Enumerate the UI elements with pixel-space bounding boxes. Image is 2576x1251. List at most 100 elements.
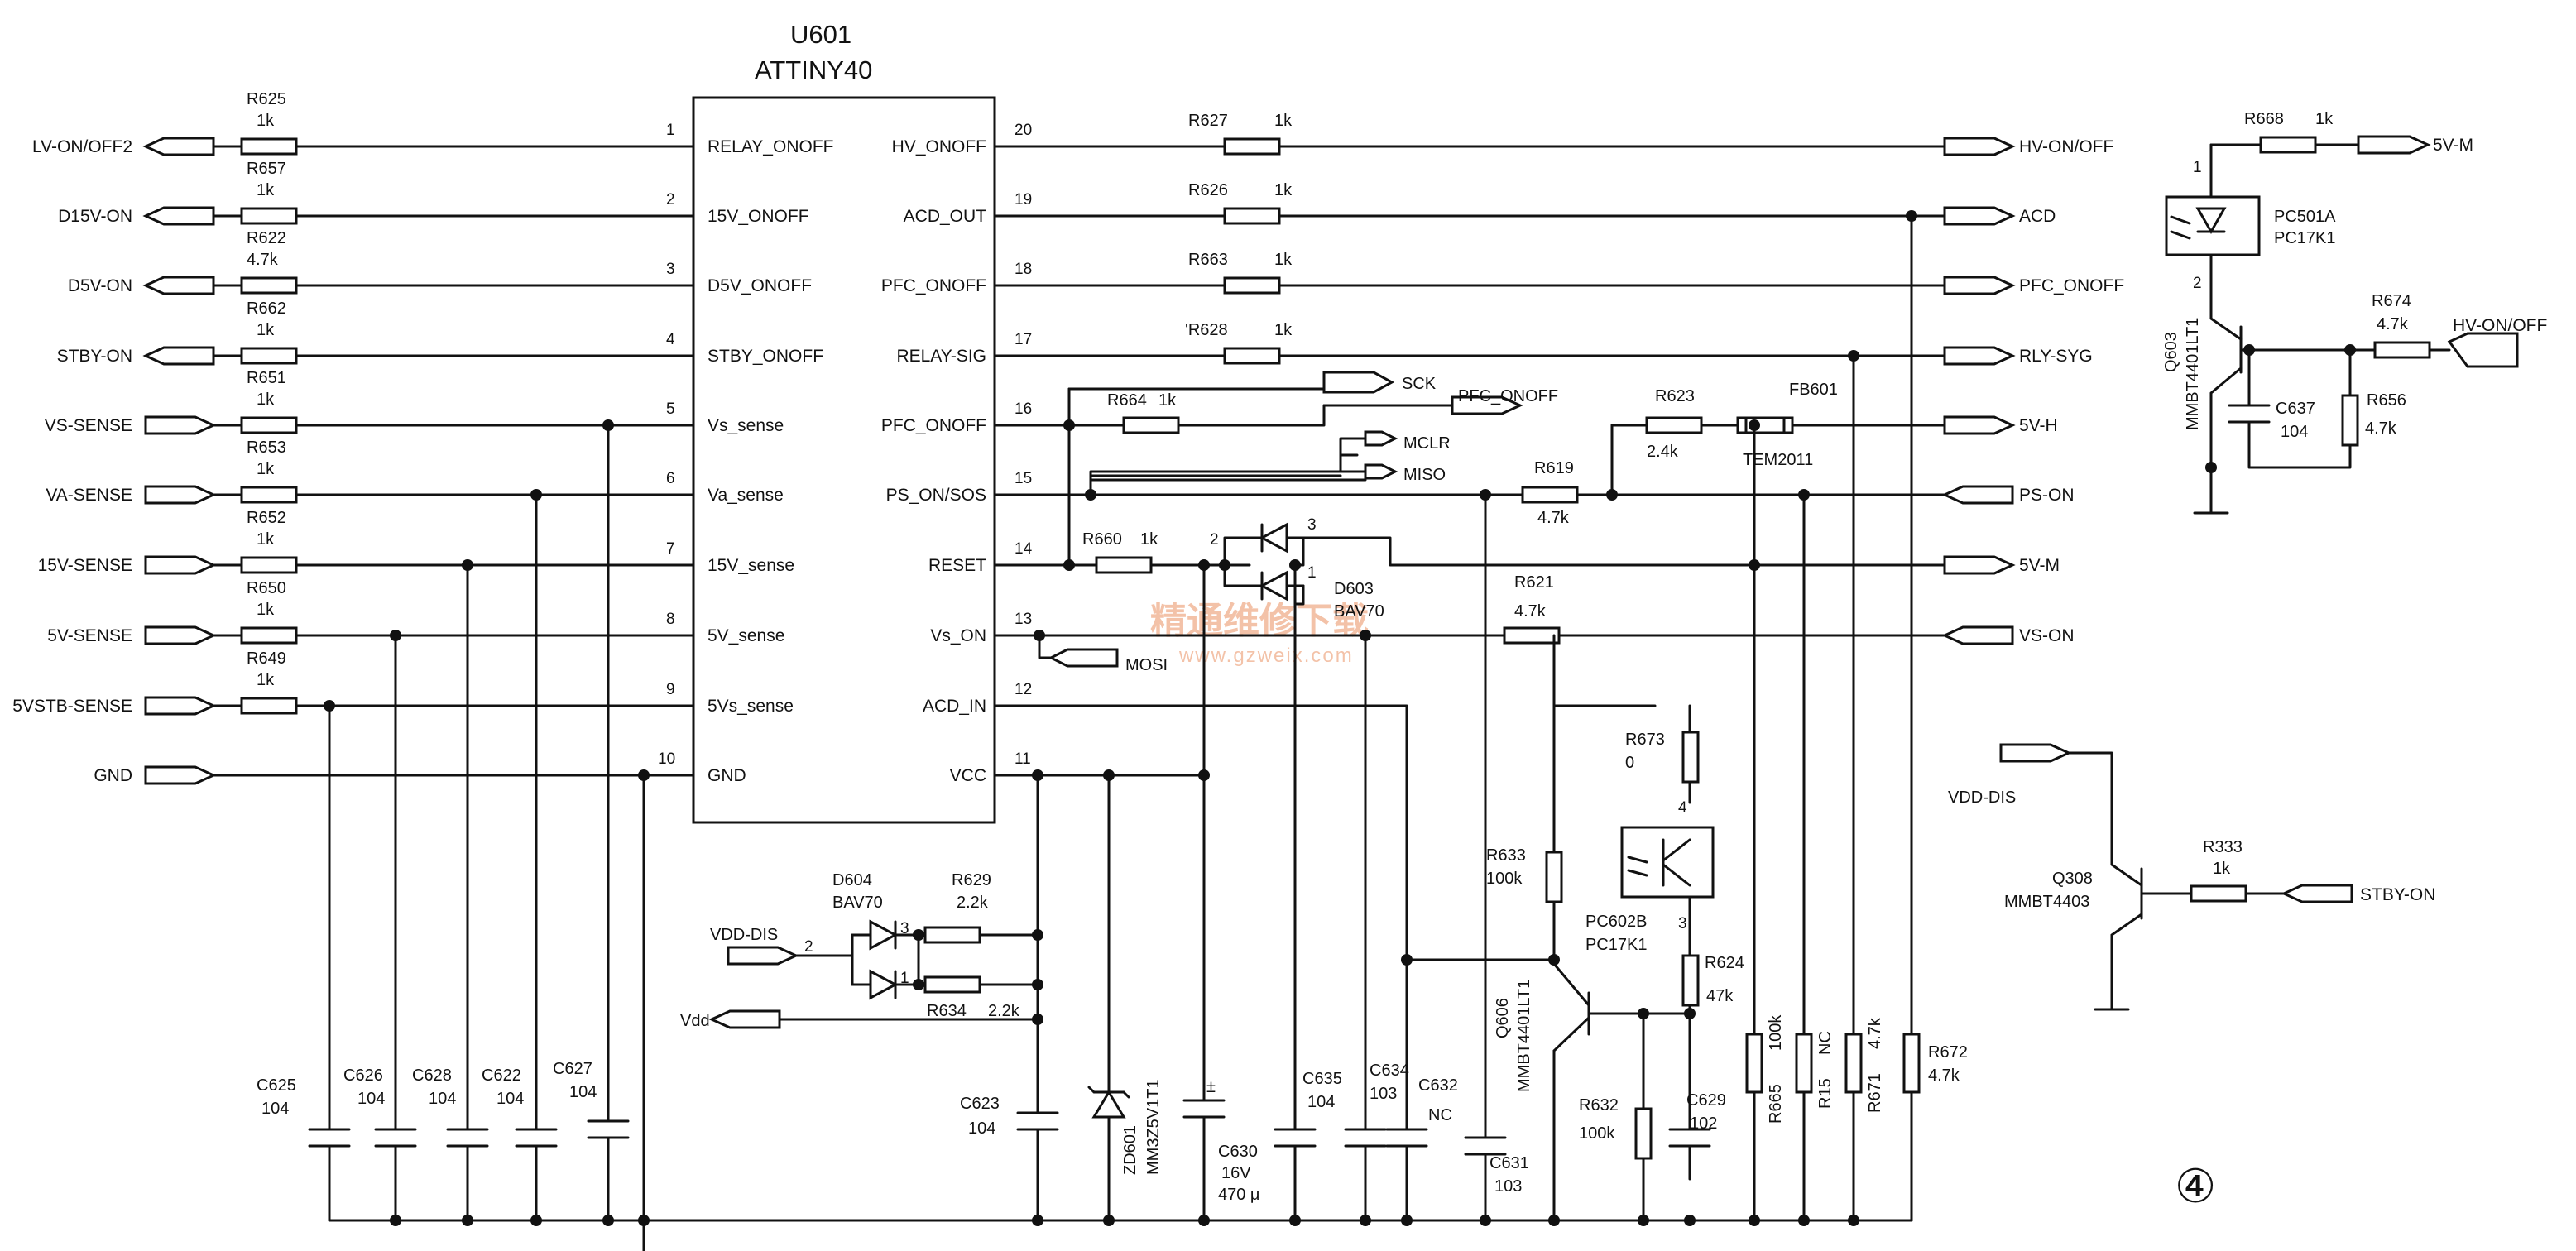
label: 4.7k	[1514, 602, 1547, 621]
label: MMBT4403	[2004, 893, 2089, 911]
resistor	[1503, 626, 1561, 645]
label: 1k	[257, 391, 275, 409]
label: C628	[412, 1066, 452, 1085]
label: 47k	[1706, 987, 1734, 1005]
q308-circuit: VDD-DIS Q308 MMBT4403 R333 1k STBY-ON	[1948, 743, 2435, 1011]
label: 3	[900, 920, 909, 937]
page-number: ④	[2175, 1160, 2216, 1212]
label: 104	[569, 1083, 597, 1101]
chip-left-pins: RELAY_ONOFF 15V_ONOFF D5V_ONOFF STBY_ONO…	[658, 122, 833, 785]
label: 103	[1494, 1177, 1522, 1196]
zd601-zener	[1087, 774, 1130, 1222]
pin-number: 15	[1015, 470, 1032, 487]
left-resistor-labels: R625 1k R657 1k R622 4.7k R662 1k R651 1…	[247, 90, 286, 689]
label: R629	[952, 871, 991, 889]
pin-number: 17	[1015, 331, 1032, 348]
pin-number: 2	[666, 191, 675, 208]
label: 104	[2281, 423, 2308, 441]
label: R621	[1514, 573, 1554, 592]
resistor	[1223, 137, 1281, 156]
pin-number: 5	[666, 400, 675, 418]
label: MOSI	[1125, 656, 1168, 674]
resistor	[1795, 1033, 1813, 1094]
label: 1k	[257, 321, 275, 339]
bottom-vertical-resistors	[1545, 731, 1921, 1160]
pin-name: D5V_ONOFF	[708, 276, 812, 295]
connector-label: VS-ON	[2019, 626, 2075, 645]
label: 2	[1210, 531, 1219, 549]
pin-number: 9	[666, 681, 675, 698]
pin-name: STBY_ONOFF	[708, 347, 823, 366]
pin-number: 3	[666, 261, 675, 278]
rotated-labels: ZD601 MM3Z5V1T1 Q606 MMBT4401LT1 R665 10…	[1121, 980, 1968, 1175]
connector-label: RLY-SYG	[2019, 347, 2093, 366]
label: MMBT4401LT1	[2184, 318, 2202, 430]
resistor	[240, 207, 298, 225]
label: R623	[1655, 387, 1695, 405]
label: 104	[968, 1119, 995, 1138]
pin-number: 19	[1015, 191, 1032, 208]
label: R633	[1486, 846, 1526, 865]
label: NC	[1428, 1106, 1452, 1124]
label: R333	[2203, 838, 2243, 856]
label: 1k	[257, 460, 275, 478]
label: 4.7k	[2377, 315, 2409, 333]
label: 4.7k	[1928, 1066, 1960, 1085]
label: ZD601	[1121, 1125, 1139, 1175]
resistor	[1122, 416, 1180, 434]
label: R619	[1534, 459, 1574, 477]
chip-right-pin-numbers: 20 19 18 17 16 15 14 13 12 11	[1015, 122, 1033, 768]
label: C622	[482, 1066, 521, 1085]
label: 2.2k	[957, 894, 989, 912]
label: R662	[247, 300, 286, 318]
resistor	[2259, 136, 2317, 154]
label: NC	[1816, 1031, 1835, 1055]
label: 104	[496, 1090, 524, 1108]
pin-number: 4	[666, 331, 675, 348]
label: R663	[1188, 251, 1228, 269]
connector-label: PFC_ONOFF	[2019, 276, 2124, 295]
connector-label: HV-ON/OFF	[2019, 137, 2113, 156]
chip-part: ATTINY40	[755, 55, 872, 84]
label: 1k	[257, 112, 275, 130]
connector-label: VA-SENSE	[46, 486, 132, 505]
label: R625	[247, 90, 286, 108]
label: R674	[2372, 292, 2411, 310]
label: R632	[1579, 1096, 1619, 1114]
label: Q603	[2162, 332, 2180, 372]
pin-name: Vs_ON	[930, 626, 986, 645]
pin-number: 12	[1015, 681, 1032, 698]
resistor	[1902, 1033, 1921, 1094]
resistor	[2373, 341, 2431, 359]
resistor	[1634, 1107, 1653, 1160]
resistor	[1645, 416, 1703, 434]
label: C629	[1686, 1091, 1726, 1110]
label: 103	[1370, 1085, 1397, 1103]
label: PFC_ONOFF	[1458, 387, 1558, 405]
label: 1	[2193, 159, 2202, 176]
connector-label: VS-SENSE	[45, 416, 132, 435]
label: VDD-DIS	[1948, 788, 2016, 807]
label: R15	[1816, 1078, 1835, 1109]
resistor	[240, 556, 298, 574]
pin-number: 6	[666, 470, 675, 487]
label: 100k	[1767, 1014, 1785, 1051]
pin-name: 5Vs_sense	[708, 697, 794, 716]
pin-number: 10	[658, 750, 675, 768]
pin-number: 11	[1015, 750, 1031, 768]
right-resistors	[1095, 137, 1794, 645]
label: 2.4k	[1647, 443, 1679, 461]
label: PC602B	[1585, 913, 1648, 931]
resistor	[2190, 884, 2247, 903]
label: 4.7k	[1866, 1017, 1884, 1049]
resistor	[2341, 394, 2359, 447]
label: 1k	[2315, 110, 2334, 128]
pin-number: 14	[1015, 540, 1033, 558]
watermark-url: www.gzweix.com	[1178, 645, 1354, 667]
label: R665	[1767, 1084, 1785, 1124]
label: 1k	[257, 671, 275, 689]
pc501-circuit: R668 1k 5V-M 1 2 PC501A PC17K1 Q603 MMBT…	[2162, 110, 2547, 515]
label: BAV70	[1334, 602, 1384, 621]
resistor	[1223, 207, 1281, 225]
connector-label: 5V-H	[2019, 416, 2058, 435]
